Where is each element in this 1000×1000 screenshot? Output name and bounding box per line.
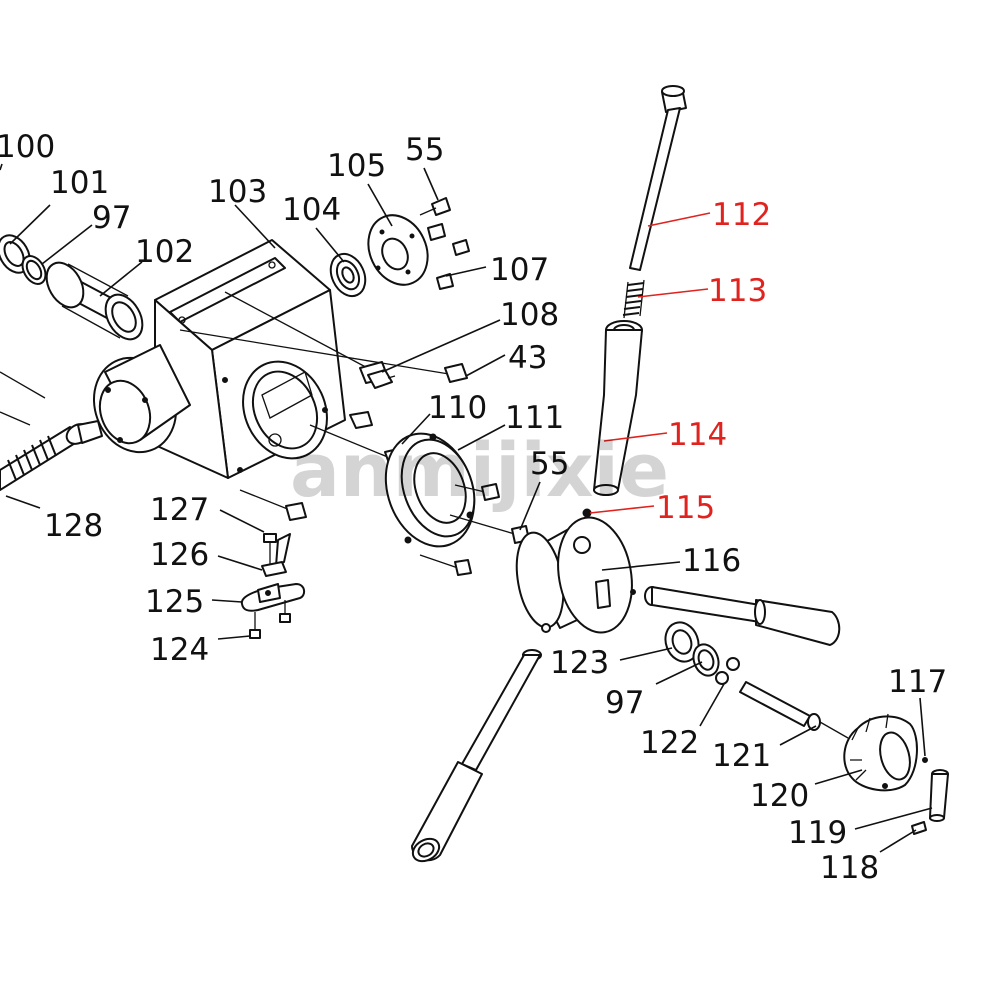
label-124: 124 xyxy=(150,632,209,668)
flange-110-screws xyxy=(419,483,530,576)
shaft-121 xyxy=(739,681,849,739)
label-120: 120 xyxy=(750,778,809,814)
label-118: 118 xyxy=(820,850,879,886)
part-labels: 100 101 97 102 103 104 105 55 107 108 43… xyxy=(0,129,947,886)
flange-110 xyxy=(384,432,476,548)
pin-118 xyxy=(911,821,927,835)
label-101: 101 xyxy=(50,165,109,201)
ring-123 xyxy=(664,621,700,663)
clip-126 xyxy=(261,561,287,577)
flange-105 xyxy=(367,214,429,286)
label-103: 103 xyxy=(208,174,267,210)
label-112: 112 xyxy=(712,197,771,233)
label-102: 102 xyxy=(135,234,194,270)
leader-lines xyxy=(0,163,933,853)
label-119: 119 xyxy=(788,815,847,851)
label-113: 113 xyxy=(708,273,767,309)
left-edge-parts xyxy=(0,234,144,491)
screws-124 xyxy=(249,600,291,639)
hub-116 xyxy=(515,516,633,634)
label-126: 126 xyxy=(150,537,209,573)
label-108: 108 xyxy=(500,297,559,333)
spring-113 xyxy=(622,279,645,319)
screw-117 xyxy=(922,757,928,763)
rod-112 xyxy=(629,85,687,271)
sleeve-102 xyxy=(45,261,144,341)
worm-shaft-128 xyxy=(0,420,103,491)
handle-119 xyxy=(929,769,949,822)
label-100: 100 xyxy=(0,129,55,165)
label-110: 110 xyxy=(428,390,487,426)
watermark: anmijixie xyxy=(290,428,669,514)
label-115: 115 xyxy=(656,490,715,526)
label-104: 104 xyxy=(282,192,341,228)
handle-right xyxy=(630,586,841,646)
plate-125 xyxy=(240,583,306,612)
label-107: 107 xyxy=(490,252,549,288)
lever-grip-114 xyxy=(593,320,643,496)
label-55b: 55 xyxy=(530,446,569,482)
label-105: 105 xyxy=(327,148,386,184)
label-121: 121 xyxy=(712,738,771,774)
label-117: 117 xyxy=(888,664,947,700)
screws-55-107 xyxy=(419,197,470,290)
snap-ring-97 xyxy=(21,255,47,285)
label-114: 114 xyxy=(668,417,727,453)
knob-120 xyxy=(843,713,918,792)
pin-108 xyxy=(367,369,396,389)
handle-bottom xyxy=(411,649,542,863)
screw-127 xyxy=(263,533,291,567)
balls-122 xyxy=(715,657,740,685)
label-116: 116 xyxy=(682,543,741,579)
label-43: 43 xyxy=(508,340,547,376)
label-127: 127 xyxy=(150,492,209,528)
label-111: 111 xyxy=(505,400,564,436)
label-55a: 55 xyxy=(405,132,444,168)
label-128: 128 xyxy=(44,508,103,544)
label-125: 125 xyxy=(145,584,204,620)
label-123: 123 xyxy=(550,645,609,681)
bearing-104 xyxy=(329,252,367,298)
snap-ring-97b xyxy=(692,643,720,677)
label-122: 122 xyxy=(640,725,699,761)
label-97a: 97 xyxy=(92,200,131,236)
headstock-body-103 xyxy=(92,239,346,479)
label-97b: 97 xyxy=(605,685,644,721)
